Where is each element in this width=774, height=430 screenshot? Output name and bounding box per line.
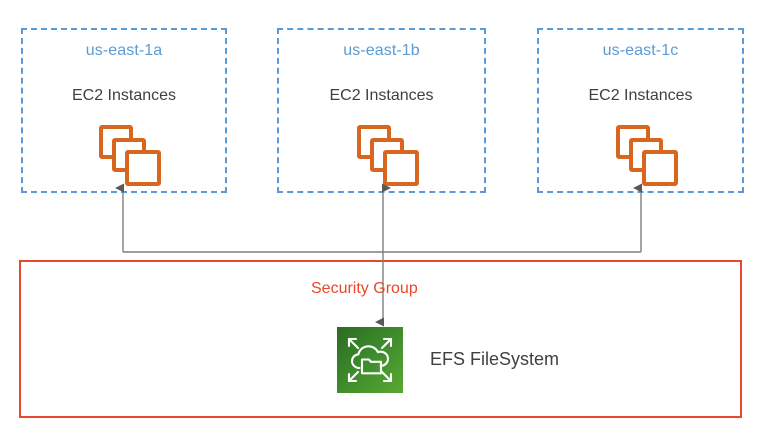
efs-filesystem-icon (337, 327, 403, 393)
availability-zone-label-us-east-1a: us-east-1a (85, 42, 163, 59)
security-group-label: Security Group (311, 280, 418, 297)
ec2-square-front (382, 150, 419, 186)
ec2-instances-label-us-east-1c: EC2 Instances (588, 87, 693, 104)
availability-zone-label-us-east-1b: us-east-1b (343, 42, 420, 59)
ec2-square-front (125, 150, 161, 186)
availability-zone-box-us-east-1a: us-east-1a EC2 Instances (21, 28, 227, 193)
ec2-instances-icon (99, 125, 161, 186)
availability-zone-box-us-east-1b: us-east-1b EC2 Instances (277, 28, 486, 193)
ec2-instances-label-us-east-1a: EC2 Instances (71, 87, 177, 104)
ec2-square-front (641, 150, 678, 186)
availability-zone-box-us-east-1c: us-east-1c EC2 Instances (537, 28, 744, 193)
ec2-instances-icon (356, 125, 419, 186)
efs-filesystem-label: EFS FileSystem (430, 349, 560, 369)
ec2-instances-icon (615, 125, 678, 186)
availability-zone-label-us-east-1c: us-east-1c (602, 42, 679, 59)
ec2-instances-label-us-east-1b: EC2 Instances (329, 87, 434, 104)
